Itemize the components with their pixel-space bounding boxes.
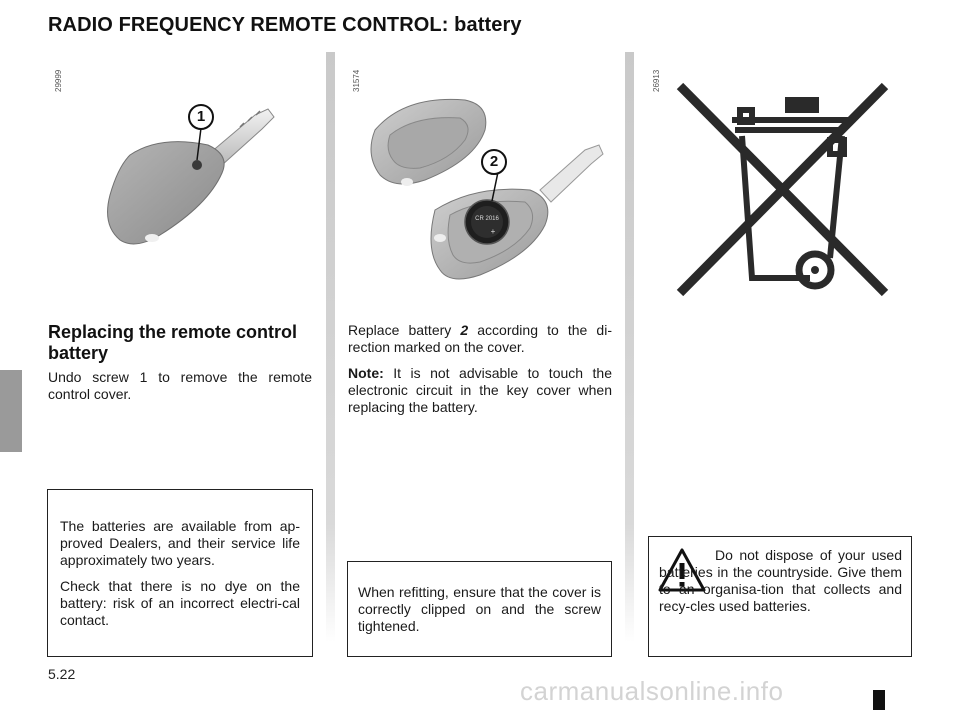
- figure-id-left: 29999: [54, 69, 63, 92]
- chapter-tab: [0, 370, 22, 452]
- dye-check-text: Check that there is no dye on the batter…: [60, 578, 300, 628]
- callout-1: 1: [188, 104, 214, 130]
- column-divider-left: [326, 52, 335, 642]
- refitting-text: When refitting, ensure that the cover is…: [358, 584, 601, 634]
- corner-mark: [873, 690, 885, 710]
- left-body-text: Undo screw 1 to remove the remote contro…: [48, 369, 312, 412]
- svg-text:+: +: [491, 227, 496, 236]
- no-bin-disposal-icon: [676, 82, 889, 297]
- page-number: 5.22: [48, 666, 76, 682]
- disposal-warning-box: Do not dispose of your used batteries in…: [648, 536, 912, 657]
- warning-icon: [658, 548, 706, 592]
- figure-id-right: 26913: [652, 69, 661, 92]
- refitting-info-box: When refitting, ensure that the cover is…: [347, 561, 612, 657]
- middle-body-text: Replace battery 2 according to the di-re…: [348, 322, 612, 425]
- note-paragraph: Note: It is not advisable to touch the e…: [348, 365, 612, 415]
- disposal-warning-text: Do not dispose of your used batteries in…: [659, 547, 902, 614]
- battery-info-box: The batteries are available from ap-prov…: [47, 489, 313, 657]
- watermark: carmanualsonline.info: [520, 676, 784, 706]
- figure-id-middle: 31574: [352, 69, 361, 92]
- callout-2: 2: [481, 149, 507, 175]
- page-title: RADIO FREQUENCY REMOTE CONTROL: battery: [48, 14, 522, 36]
- battery-availability-text: The batteries are available from ap-prov…: [60, 518, 300, 568]
- column-divider-right: [625, 52, 634, 642]
- undo-screw-instruction: Undo screw 1 to remove the remote contro…: [48, 369, 312, 402]
- battery-label: CR 2016: [475, 216, 499, 222]
- remote-key-illustration: [107, 108, 275, 245]
- open-key-battery-illustration: CR 2016 +: [370, 98, 604, 280]
- section-heading: Replacing the remote control battery: [48, 322, 298, 363]
- replace-battery-instruction: Replace battery 2 according to the di-re…: [348, 322, 612, 355]
